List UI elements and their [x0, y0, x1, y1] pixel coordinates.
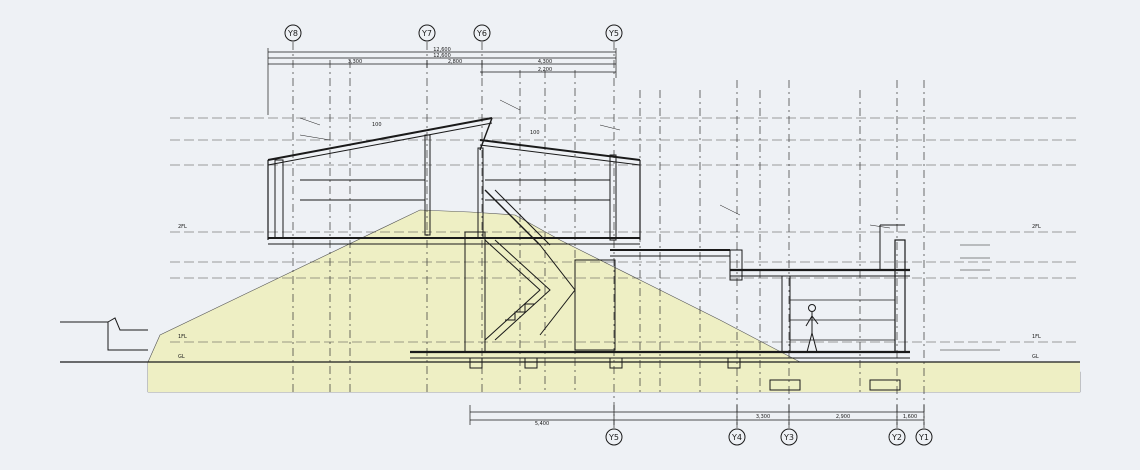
- grid-bubble-y7: Y7: [418, 24, 436, 42]
- upper-structure: [268, 134, 640, 245]
- level-floor-right: 1FL: [1032, 334, 1041, 340]
- grid-bubble-y1: Y1: [915, 428, 933, 446]
- grid-bubbles-bottom: Y5 Y4 Y3 Y2 Y1: [605, 428, 933, 446]
- dim-top-total: 12,600: [433, 47, 451, 53]
- right-pavilion: [610, 224, 910, 353]
- roof: [267, 117, 641, 240]
- dim-top-seg-2: 2,800: [448, 59, 462, 65]
- dim-bottom-seg-2: 3,300: [756, 414, 770, 420]
- grid-label-y8: Y8: [287, 29, 298, 38]
- grid-label-y4: Y4: [731, 433, 742, 442]
- left-terrain: [60, 317, 1080, 363]
- level-lines: [170, 117, 1080, 343]
- dim-roof-2: 100: [530, 130, 540, 136]
- grid-label-y7: Y7: [421, 29, 432, 38]
- stair-core: [464, 189, 616, 353]
- dim-bottom-seg-3: 2,900: [836, 414, 850, 420]
- top-dimension-lines: [267, 48, 617, 115]
- grid-label-y5-bottom: Y5: [608, 433, 619, 442]
- grid-bubble-y2: Y2: [888, 428, 906, 446]
- grid-bubble-y5-top: Y5: [605, 24, 623, 42]
- level-floor2-right: 2FL: [1032, 224, 1041, 230]
- grid-bubble-y3: Y3: [780, 428, 798, 446]
- dim-top-total-2: 12,600: [433, 53, 451, 59]
- annotation-leaders: [299, 99, 1000, 351]
- grid-label-y1: Y1: [918, 433, 929, 442]
- ground-slab: [410, 350, 910, 391]
- grid-bubbles-top: Y8 Y7 Y6 Y5: [284, 24, 623, 42]
- grid-bubble-y4: Y4: [728, 428, 746, 446]
- grid-lines: [292, 42, 925, 428]
- dim-bottom-seg-1: 5,400: [535, 421, 549, 427]
- dim-top-seg-3: 4,300: [538, 59, 552, 65]
- grid-bubble-y8: Y8: [284, 24, 302, 42]
- grid-label-y6: Y6: [476, 29, 487, 38]
- dim-top-seg-4: 2,200: [538, 67, 552, 73]
- grid-label-y3: Y3: [783, 433, 794, 442]
- grid-label-y5-top: Y5: [608, 29, 619, 38]
- grid-bubble-y5-bottom: Y5: [605, 428, 623, 446]
- dim-roof-1: 100: [372, 122, 382, 128]
- level-floor-left: 1FL: [178, 334, 187, 340]
- dim-bottom-seg-4: 1,600: [903, 414, 917, 420]
- grid-bubble-y6: Y6: [473, 24, 491, 42]
- bottom-dimension-lines: [469, 405, 925, 425]
- grid-label-y2: Y2: [891, 433, 902, 442]
- level-gl-right: GL: [1032, 354, 1039, 360]
- dim-top-seg-1: 3,300: [348, 59, 362, 65]
- level-gl-left: GL: [178, 354, 185, 360]
- level-floor2-left: 2FL: [178, 224, 187, 230]
- person-figure: [805, 304, 819, 353]
